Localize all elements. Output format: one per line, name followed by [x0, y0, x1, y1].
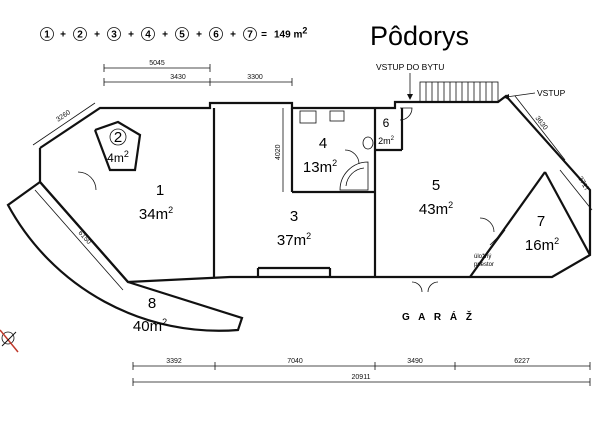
- room-7-number: 7: [537, 213, 545, 230]
- dim-6227: 6227: [514, 358, 530, 365]
- formula-total: 149 m2: [274, 26, 307, 41]
- room-1: 1 34m2: [139, 182, 173, 223]
- doors: [77, 107, 495, 293]
- label-vstup: VSTUP: [537, 88, 566, 98]
- room-6-number: 6: [383, 116, 390, 130]
- formula-circle-1: 1: [40, 27, 54, 41]
- top-dimensions: 5045 3430 3300: [103, 60, 293, 86]
- formula-circle-7: 7: [243, 27, 257, 41]
- dim-3490: 3490: [407, 358, 423, 365]
- entry-stairs: [419, 81, 499, 103]
- dim-6150: 6150: [77, 230, 93, 246]
- room-1-area: 34m2: [139, 205, 173, 223]
- svg-text:1: 1: [44, 30, 50, 41]
- formula-plus: +: [94, 30, 100, 41]
- dim-5045: 5045: [149, 60, 165, 67]
- room-3: 3 37m2: [277, 208, 311, 249]
- room-3-number: 3: [290, 208, 298, 225]
- walls: [6, 94, 592, 332]
- formula-plus: +: [60, 30, 66, 41]
- formula-circle-2: 2: [73, 27, 87, 41]
- dim-20911: 20911: [352, 374, 371, 381]
- room-6-area: 2m2: [378, 136, 395, 146]
- room-5: 5 43m2: [419, 177, 453, 218]
- formula-plus: +: [162, 30, 168, 41]
- room-2: 2 4m2: [107, 128, 129, 165]
- room-7-area: 16m2: [525, 236, 559, 254]
- room-6: 6 2m2: [378, 116, 395, 146]
- room-8-area: 40m2: [133, 317, 167, 335]
- label-garaz: G A R Á Ž: [402, 310, 475, 323]
- plan-title: Pôdorys: [370, 21, 469, 51]
- entrance-labels: VSTUP DO BYTU VSTUP: [376, 62, 566, 100]
- storage-label-2: priestor: [474, 262, 494, 268]
- dim-3300: 3300: [247, 74, 263, 81]
- formula-circle-6: 6: [209, 27, 223, 41]
- svg-text:3: 3: [111, 30, 117, 41]
- dim-3430: 3430: [170, 74, 186, 81]
- room-8-number: 8: [148, 295, 156, 312]
- dim-3717: 3717: [576, 176, 590, 193]
- room-7: 7 16m2: [525, 213, 559, 254]
- room-3-area: 37m2: [277, 231, 311, 249]
- room-5-area: 43m2: [419, 200, 453, 218]
- formula-circle-4: 4: [141, 27, 155, 41]
- dim-3260: 3260: [55, 109, 72, 124]
- label-vstup-do-bytu: VSTUP DO BYTU: [376, 62, 444, 72]
- room-4-area: 13m2: [303, 158, 337, 176]
- formula-circle-3: 3: [107, 27, 121, 41]
- formula-plus: +: [196, 30, 202, 41]
- svg-text:5: 5: [179, 30, 185, 41]
- room-4: 4 13m2: [303, 135, 337, 176]
- svg-text:6: 6: [213, 30, 219, 41]
- svg-text:2: 2: [77, 30, 83, 41]
- bathroom-fixtures: [299, 110, 374, 191]
- formula-plus: +: [230, 30, 236, 41]
- dim-3392: 3392: [166, 358, 182, 365]
- room-2-number: 2: [114, 129, 122, 146]
- room-2-area: 4m2: [107, 149, 129, 165]
- svg-text:4: 4: [145, 30, 151, 41]
- storage-label-1: úložný: [474, 254, 491, 260]
- formula-circle-5: 5: [175, 27, 189, 41]
- formula-plus: +: [128, 30, 134, 41]
- room-8: 8 40m2: [133, 295, 167, 335]
- compass-icon: [0, 329, 19, 353]
- formula-equals: =: [261, 30, 267, 41]
- room-1-number: 1: [156, 182, 164, 199]
- area-formula: 1 + 2 + 3 + 4 + 5 + 6 + 7 = 149 m2: [40, 26, 307, 41]
- dim-4020: 4020: [275, 144, 282, 160]
- room-4-number: 4: [319, 135, 327, 152]
- svg-text:7: 7: [247, 30, 253, 41]
- room-5-number: 5: [432, 177, 440, 194]
- bottom-dimensions: 3392 7040 3490 6227 20911: [132, 358, 591, 386]
- dim-7040: 7040: [287, 358, 303, 365]
